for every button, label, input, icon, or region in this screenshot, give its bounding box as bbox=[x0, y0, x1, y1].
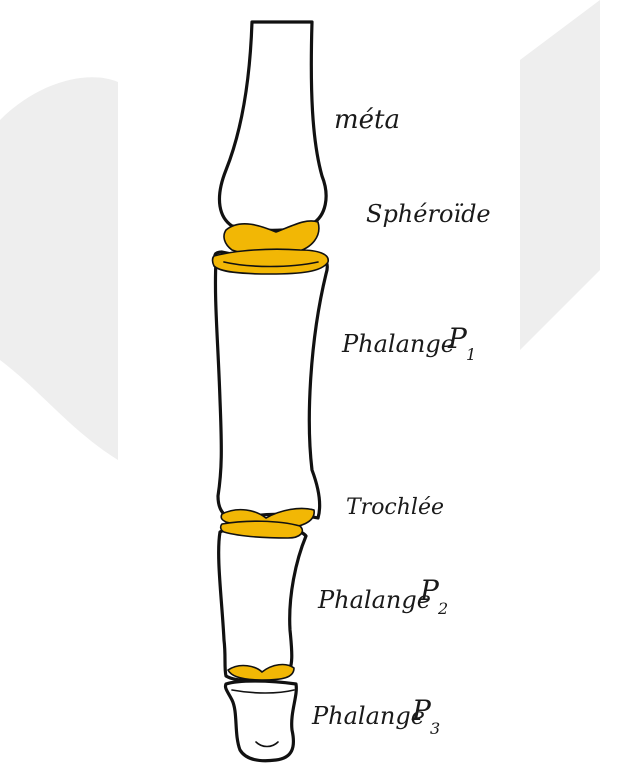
metacarpal-bone bbox=[217, 20, 328, 256]
label-phalanx-p3-word: Phalange bbox=[311, 702, 425, 730]
label-phalanx-p2-word: Phalange bbox=[317, 586, 431, 614]
label-phalanx-p1-subscript: 1 bbox=[466, 345, 476, 364]
label-phalanx-p3-subscript: 3 bbox=[430, 719, 440, 738]
label-phalanx-p3: Phalange P 3 bbox=[311, 694, 440, 738]
label-phalanx-p1-symbol: P bbox=[447, 322, 468, 355]
watermark-logo bbox=[0, 0, 600, 461]
phalanx-p3-bone bbox=[223, 679, 298, 763]
phalanx-p2-base-cartilage bbox=[219, 520, 304, 539]
phalanx-p2-bone bbox=[217, 520, 308, 683]
phalanx-p2-head-cartilage bbox=[227, 663, 295, 681]
label-phalanx-p3-symbol: P bbox=[411, 694, 432, 727]
label-spheroid: Sphéroïde bbox=[366, 200, 491, 228]
label-metacarpal: méta bbox=[334, 105, 400, 135]
label-trochlea: Trochlée bbox=[346, 495, 444, 520]
phalanx-p1-base-cartilage bbox=[211, 248, 329, 275]
phalanx-p1-bone bbox=[211, 248, 329, 529]
label-phalanx-p1-word: Phalange bbox=[341, 330, 455, 358]
label-phalanx-p2-subscript: 2 bbox=[437, 599, 448, 618]
label-phalanx-p2-symbol: P bbox=[419, 574, 440, 607]
label-phalanx-p2: Phalange P 2 bbox=[317, 574, 448, 618]
label-phalanx-p1: Phalange P 1 bbox=[341, 322, 476, 364]
metacarpal-head-cartilage bbox=[223, 220, 320, 256]
